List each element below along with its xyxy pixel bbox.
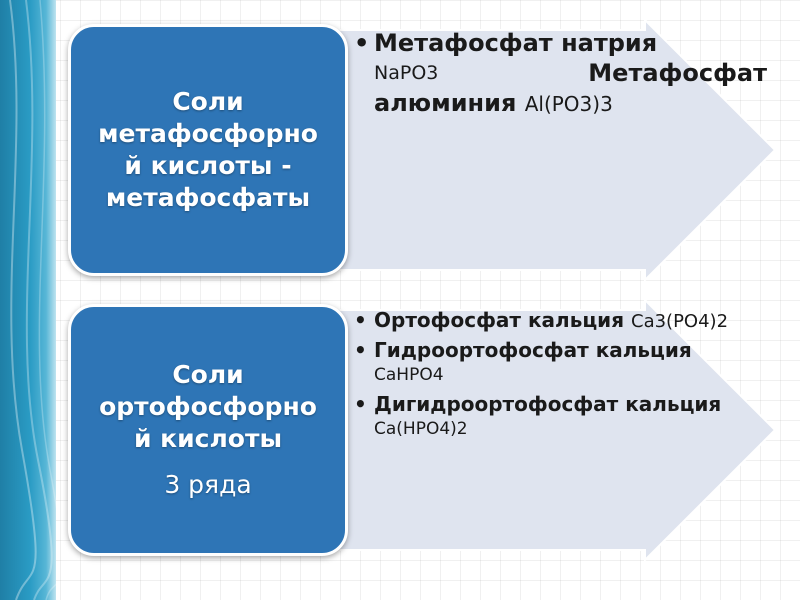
list-item: • Ортофосфат кальция Ca3(PO4)2 [352,308,772,334]
bottom-arrow [299,297,777,563]
box-line: й кислоты [133,424,283,453]
item-name: Гидроортофосфат кальция [374,338,692,362]
box-line: й кислоты - [124,151,292,180]
item-line3-text: алюминия [374,89,525,117]
bullet-icon: • [354,308,367,332]
metaphosphate-box: Соли метафосфорно й кислоты - метафосфат… [68,24,348,276]
item-formula: CaHPO4 [374,365,444,385]
orthophosphate-list: • Ортофосфат кальция Ca3(PO4)2 • Гидроор… [352,308,772,442]
list-item: • Дигидроортофосфат кальция Ca(HPO4)2 [352,392,772,442]
box-subtitle: 3 ряда [164,470,252,499]
item-name: Ортофосфат кальция [374,308,631,332]
bullet-icon: • [354,392,367,416]
orthophosphate-box: Соли ортофосфорно й кислоты 3 ряда [68,304,348,556]
top-arrow [299,17,777,283]
formula-alpo3: Al(PO3)3 [524,92,613,116]
item-formula: Ca(HPO4)2 [374,419,468,439]
box-line: Соли [172,360,244,389]
formula-napo3: NaPO3 [374,62,439,84]
bullet-icon: • [354,29,370,57]
item-line2-right: Метафосфат [588,59,767,87]
side-decoration-strip [0,0,56,600]
box-line: метафосфаты [105,183,311,212]
item-line1: Метафосфат натрия [374,29,658,57]
wave-lines-decoration [9,0,56,600]
box-line: Соли [172,87,244,116]
item-formula: Ca3(PO4)2 [631,311,729,332]
box-line: метафосфорно [98,119,318,148]
item-name: Дигидроортофосфат кальция [374,392,722,416]
list-item: • Гидроортофосфат кальция CaHPO4 [352,338,772,388]
list-item: • Метафосфат натрия NaPO3 Метафосфат алю… [352,28,767,119]
metaphosphate-list: • Метафосфат натрия NaPO3 Метафосфат алю… [352,28,767,119]
bullet-icon: • [354,338,367,362]
item-line2: NaPO3 Метафосфат [374,58,767,88]
box-line: ортофосфорно [99,392,317,421]
item-line3: алюминия Al(PO3)3 [374,88,767,119]
